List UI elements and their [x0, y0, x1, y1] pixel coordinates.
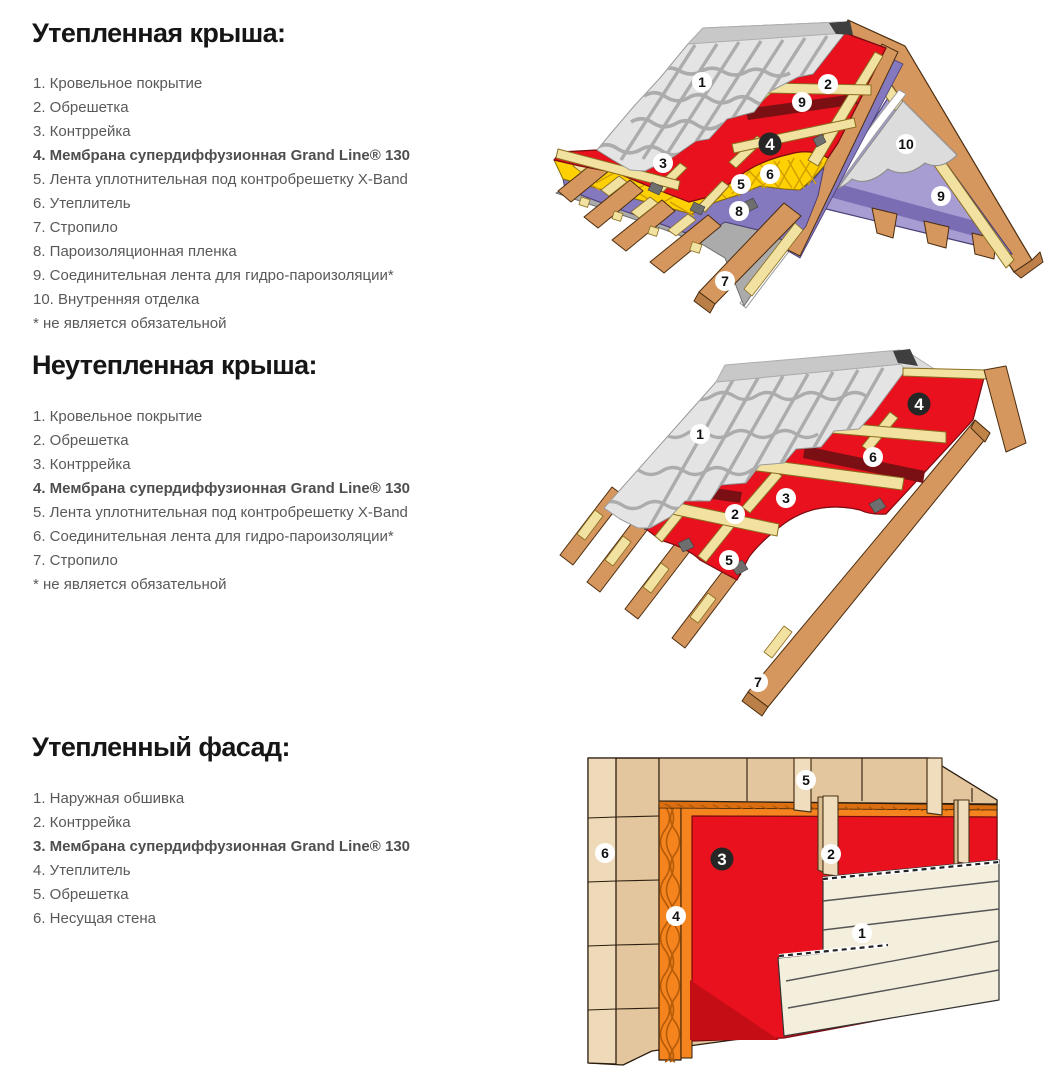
svg-text:9: 9 — [937, 188, 945, 204]
svg-text:10: 10 — [898, 136, 914, 152]
svg-text:8: 8 — [735, 203, 743, 219]
svg-text:2: 2 — [827, 846, 835, 862]
svg-text:5: 5 — [802, 772, 810, 788]
svg-text:1: 1 — [696, 426, 704, 442]
svg-text:4: 4 — [765, 135, 775, 154]
svg-text:7: 7 — [754, 674, 762, 690]
svg-text:6: 6 — [766, 166, 774, 182]
svg-text:6: 6 — [869, 449, 877, 465]
svg-text:2: 2 — [731, 506, 739, 522]
svg-text:4: 4 — [672, 908, 680, 924]
svg-text:2: 2 — [824, 76, 832, 92]
svg-text:3: 3 — [717, 850, 726, 869]
svg-text:3: 3 — [782, 490, 790, 506]
svg-text:4: 4 — [914, 395, 924, 414]
svg-text:9: 9 — [798, 94, 806, 110]
svg-text:1: 1 — [858, 925, 866, 941]
svg-text:6: 6 — [601, 845, 609, 861]
svg-text:1: 1 — [698, 74, 706, 90]
svg-text:5: 5 — [725, 552, 733, 568]
svg-text:3: 3 — [659, 155, 667, 171]
svg-text:5: 5 — [737, 176, 745, 192]
svg-text:7: 7 — [721, 273, 729, 289]
